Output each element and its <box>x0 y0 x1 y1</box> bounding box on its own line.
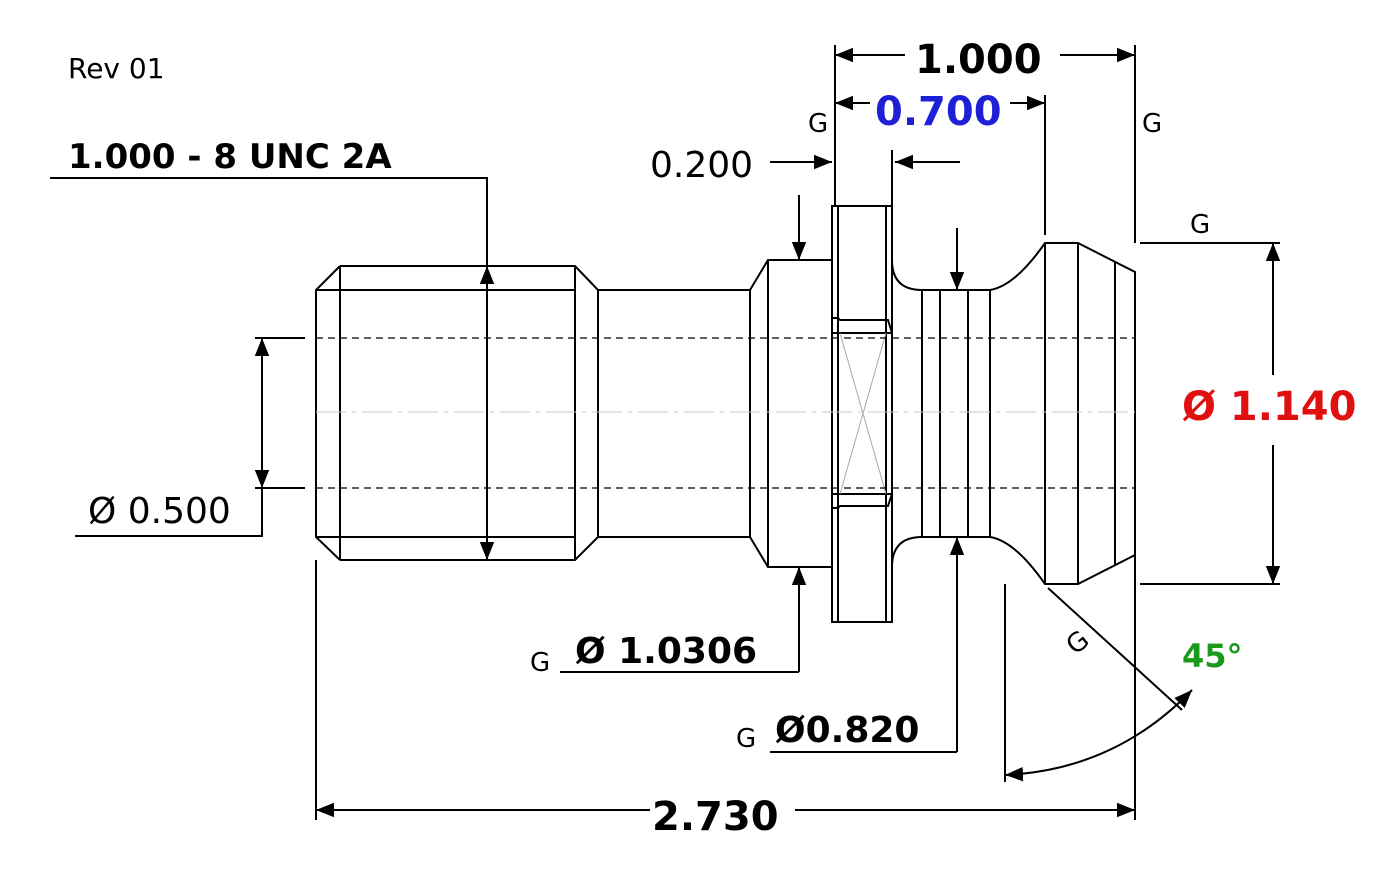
revision-label: Rev 01 <box>68 52 165 85</box>
dim-bore-diameter: Ø 0.500 <box>88 491 231 532</box>
part-outline <box>315 205 1136 623</box>
thread-spec: 1.000 - 8 UNC 2A <box>68 137 392 177</box>
dim-flange-width: 0.200 <box>650 145 754 186</box>
dim-head-diameter: Ø 1.140 <box>1182 384 1357 430</box>
bore-hidden-lines <box>316 337 1135 489</box>
dim-flange-to-end: 1.000 <box>915 37 1042 83</box>
grind-mark: G <box>1142 109 1163 139</box>
dim-neck-diameter: Ø0.820 <box>775 710 920 751</box>
grind-mark: G <box>808 109 829 139</box>
grind-mark: G <box>1190 210 1211 240</box>
grind-mark: G <box>530 648 551 678</box>
dim-angle: 45° <box>1182 637 1243 675</box>
dim-collar-diameter: Ø 1.0306 <box>575 631 758 672</box>
flange-cross <box>839 332 887 495</box>
dim-overall-length: 2.730 <box>652 794 779 840</box>
grind-mark: G <box>736 724 757 754</box>
dim-groove-to-end: 0.700 <box>875 89 1002 135</box>
dimension-lines <box>50 45 1281 820</box>
